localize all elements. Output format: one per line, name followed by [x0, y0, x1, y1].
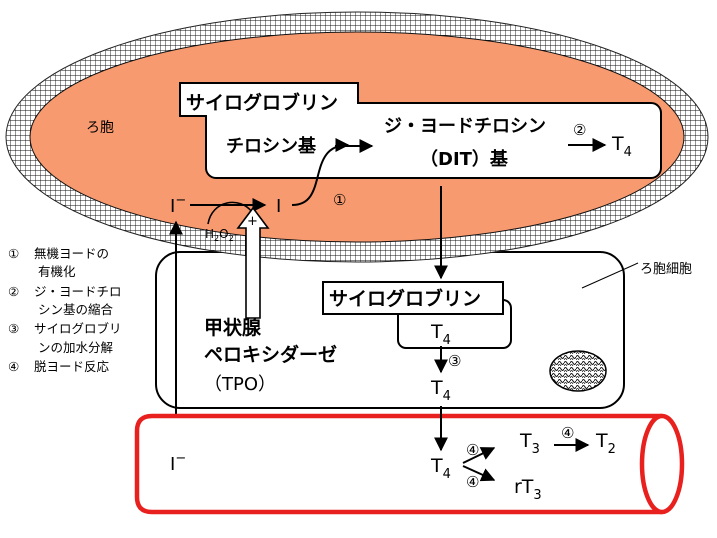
thyroglobulin-top-cover [181, 84, 357, 115]
step4c-marker: ④ [561, 424, 574, 442]
step2-marker: ② [573, 121, 586, 139]
h2o2-curve [207, 201, 253, 225]
t4-to-rt3-arrow [462, 465, 496, 482]
blood-vessel [134, 413, 662, 515]
legend-1-marker: ① [8, 246, 19, 261]
t3-label: T3 [519, 430, 540, 457]
step4a-marker: ④ [466, 441, 479, 459]
iodide-lumen-label: I− [170, 193, 186, 217]
thyroglobulin-body-box [205, 102, 662, 179]
t2-label: T2 [595, 430, 616, 457]
iodide-lumen-minus: − [175, 193, 186, 208]
t4-free-label: T4 [430, 377, 451, 404]
step1-marker: ① [333, 191, 346, 209]
thyroglobulin-top-label: サイログロブリン [186, 91, 338, 114]
t4-lumen-T: T [611, 133, 624, 155]
legend-2-marker: ② [8, 284, 19, 299]
iodine-label: I [276, 196, 281, 217]
legend-3-line1: サイログロブリ [34, 321, 122, 336]
thyroglobulin-cell-box [322, 281, 504, 315]
t4-lumen-sub: 4 [624, 145, 632, 160]
t4-bound-label: T4 [430, 321, 451, 348]
follicular-cell-label: ろ胞細胞 [640, 262, 692, 277]
tpo-hollow-arrow [236, 206, 270, 319]
h2o2-label: H2O2 [205, 227, 234, 243]
legend-2-line2: シン基の縮合 [38, 302, 114, 317]
step3-marker: ③ [448, 352, 461, 370]
iodide-blood-label: I− [170, 451, 186, 475]
legend-1-line2: 有機化 [38, 264, 76, 279]
nucleus [549, 350, 607, 392]
legend-2-line1: ジ・ヨードチロ [34, 284, 122, 299]
tyrosine-residue-label: チロシン基 [226, 135, 317, 157]
dit-label-line2: （DIT）基 [420, 148, 509, 170]
dit-label-line1: ジ・ヨードチロシン [384, 116, 546, 137]
plus-sign: + [247, 214, 258, 229]
iodination-curve-arrow [291, 138, 350, 206]
legend-1-line1: 無機ヨードの [34, 246, 109, 261]
follicular-cell-callout [581, 262, 639, 289]
t4-lumen-label: T4 [611, 133, 632, 160]
thyroglobulin-cell-label: サイログロブリン [329, 287, 481, 310]
legend-4-line1: 脱ヨード反応 [34, 359, 110, 374]
step4b-marker: ④ [466, 473, 479, 491]
blood-vessel-end [639, 413, 685, 515]
legend: ① 無機ヨードの 有機化 ② ジ・ヨードチロ シン基の縮合 ③ サイログロブリ … [8, 246, 122, 374]
legend-3-line2: ンの加水分解 [38, 340, 113, 355]
iodide-lumen-I: I [170, 196, 175, 217]
t4-blood-label: T4 [430, 455, 451, 482]
tpo-label-line2: ペロキシダーゼ [204, 343, 337, 366]
legend-3-marker: ③ [8, 321, 19, 336]
rt3-label: rT3 [514, 476, 542, 503]
legend-4-marker: ④ [8, 359, 19, 374]
tpo-label-line1: 甲状腺 [204, 316, 262, 339]
lumen-label: ろ胞 [86, 120, 114, 136]
t4-to-t3-arrow [462, 447, 496, 464]
tpo-label-line3: （TPO） [204, 374, 276, 395]
